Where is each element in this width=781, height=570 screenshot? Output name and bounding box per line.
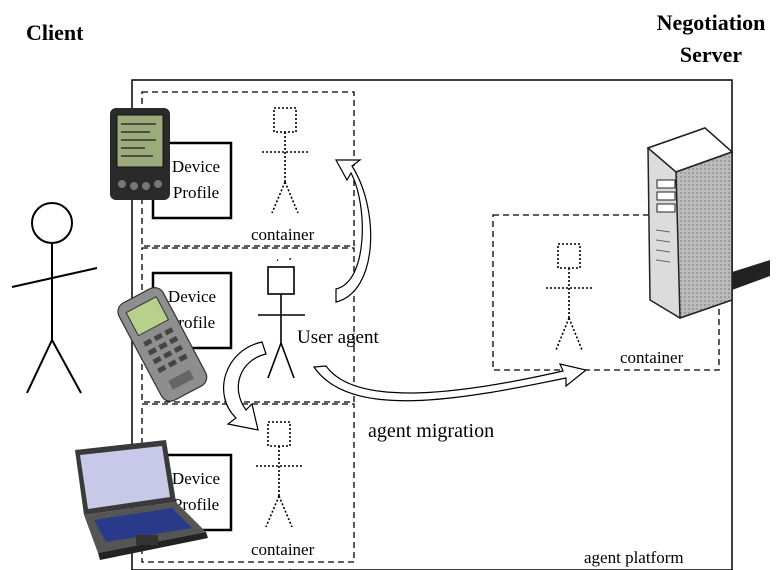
- mobile-phone-icon: [117, 287, 208, 402]
- migration-arrow-right: [312, 363, 588, 402]
- person-stick-figure-icon: [11, 202, 98, 394]
- user-agent-label: User agent: [297, 327, 379, 348]
- device-profile-1-line1: Device: [172, 157, 220, 176]
- device-profile-1-line2: Profile: [173, 183, 219, 202]
- device-profile-2-line1: Device: [168, 287, 216, 306]
- client-title: Client: [26, 20, 84, 45]
- container-label-1: container: [251, 225, 315, 244]
- pda-icon: [110, 108, 170, 200]
- server-title-line1: Negotiation: [657, 10, 766, 35]
- device-profile-3-line2: Profile: [173, 495, 219, 514]
- agent-figure-icon: [546, 243, 592, 351]
- container-label-4: container: [251, 565, 315, 570]
- migration-arrow-up: [334, 159, 372, 303]
- agent-figure-icon: [256, 421, 302, 528]
- agent-figure-icon: [262, 107, 308, 214]
- user-agent-figure: [258, 266, 305, 379]
- server-tower-icon: [646, 127, 770, 320]
- agent-platform-label: agent platform: [584, 548, 684, 567]
- server-title-line2: Server: [680, 42, 743, 67]
- migration-arrow-down: [223, 341, 267, 431]
- agent-migration-label: agent migration: [368, 420, 494, 442]
- container-label-3: container: [251, 540, 315, 559]
- container-label-2: container: [251, 254, 315, 273]
- laptop-icon: [75, 440, 208, 560]
- server-container-label: container: [620, 348, 684, 367]
- device-profile-3-line1: Device: [172, 469, 220, 488]
